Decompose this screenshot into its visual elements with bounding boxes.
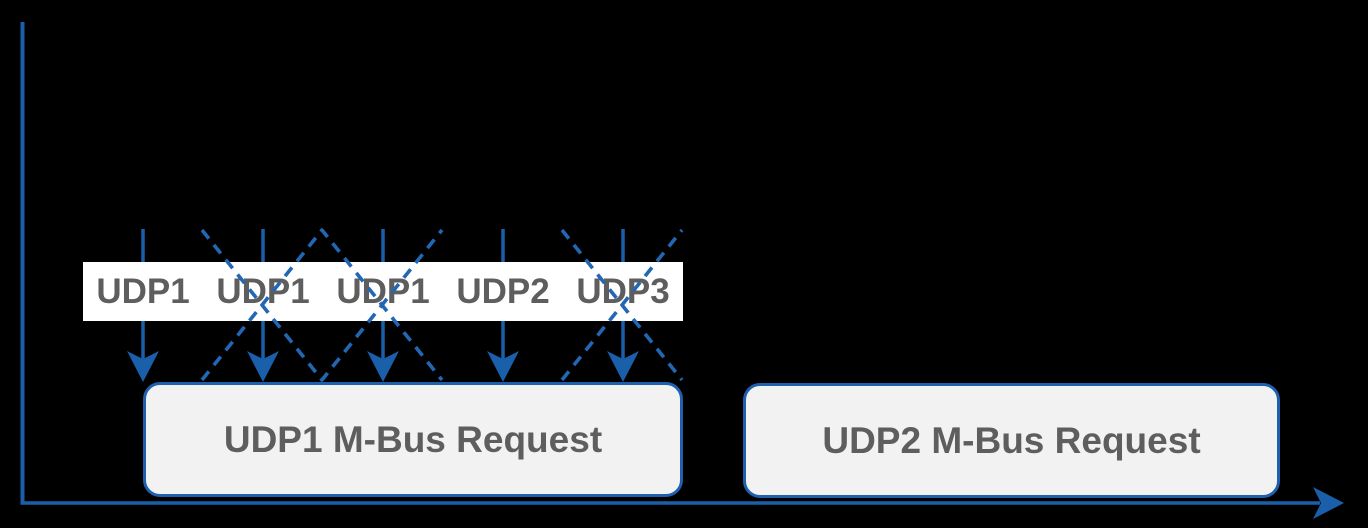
dashed-zigzag-line-a — [200, 228, 444, 382]
datagram-label-1: UDP1 — [96, 271, 190, 311]
down-arrowhead-icon — [367, 351, 399, 382]
udp1-mbus-request-label: UDP1 M-Bus Request — [223, 418, 603, 460]
down-arrowhead-icon — [247, 351, 279, 382]
dashed-cross-line-d — [560, 228, 684, 382]
udp2-mbus-request-label: UDP2 M-Bus Request — [822, 419, 1201, 461]
down-arrowhead-icon — [127, 351, 159, 382]
udp1-mbus-request-box: UDP1 M-Bus Request — [143, 382, 683, 497]
dashed-zigzag-line-b — [200, 228, 444, 382]
down-arrowhead-icon — [607, 351, 639, 382]
udp2-mbus-request-box: UDP2 M-Bus Request — [743, 383, 1280, 498]
x-axis-arrowhead-icon — [1313, 487, 1344, 519]
down-arrowhead-icon — [487, 351, 519, 382]
datagram-label-band: UDP1 UDP1 UDP1 UDP2 UDP3 — [83, 262, 683, 321]
datagram-label-4: UDP2 — [456, 271, 550, 311]
